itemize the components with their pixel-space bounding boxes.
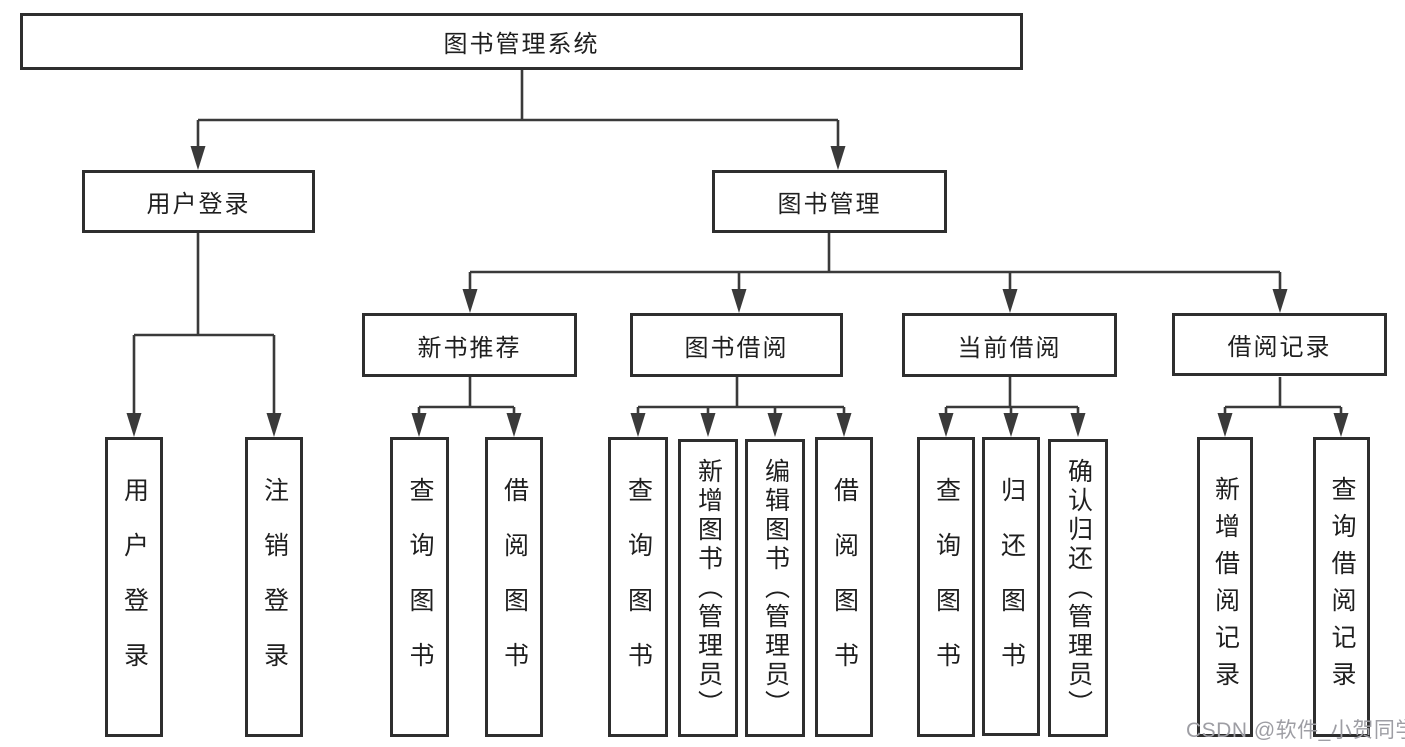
- leaf-query-books-3-label: 查询图书: [932, 477, 961, 697]
- connector-paths: [132, 70, 1343, 417]
- leaf-add-books-admin-label: 新增图书（管理员）: [694, 457, 723, 719]
- node-new-book-recommend-label: 新书推荐: [417, 334, 522, 362]
- leaf-logout: 注销登录: [245, 437, 303, 737]
- leaf-borrow-books-1: 借阅图书: [485, 437, 543, 737]
- leaf-query-borrow-record-label: 查询借阅记录: [1328, 476, 1356, 698]
- leaf-borrow-books-2: 借阅图书: [815, 437, 873, 737]
- node-borrow-records-label: 借阅记录: [1227, 334, 1332, 361]
- leaf-query-books-3: 查询图书: [917, 437, 975, 737]
- leaf-query-books-1: 查询图书: [390, 437, 449, 737]
- node-current-borrow: 当前借阅: [902, 313, 1117, 377]
- node-root-label: 图书管理系统: [443, 31, 600, 58]
- leaf-confirm-return-admin: 确认归还（管理员）: [1048, 439, 1108, 737]
- leaf-add-borrow-record: 新增借阅记录: [1197, 437, 1253, 737]
- leaf-add-borrow-record-label: 新增借阅记录: [1211, 476, 1240, 698]
- leaf-query-borrow-record: 查询借阅记录: [1313, 437, 1370, 737]
- leaf-borrow-books-1-label: 借阅图书: [500, 477, 529, 697]
- leaf-add-books-admin: 新增图书（管理员）: [678, 439, 738, 737]
- leaf-user-login-label: 用户登录: [120, 477, 149, 697]
- leaf-edit-books-admin-label: 编辑图书（管理员）: [761, 457, 790, 719]
- leaf-user-login: 用户登录: [105, 437, 163, 737]
- leaf-return-books-label: 归还图书: [997, 476, 1026, 697]
- node-borrow-records: 借阅记录: [1172, 313, 1387, 376]
- leaf-borrow-books-2-label: 借阅图书: [830, 477, 859, 697]
- node-user-login-label: 用户登录: [146, 191, 251, 218]
- leaf-query-books-1-label: 查询图书: [406, 477, 434, 697]
- node-user-login: 用户登录: [82, 170, 315, 233]
- node-book-borrow-label: 图书借阅: [684, 334, 789, 362]
- node-current-borrow-label: 当前借阅: [957, 334, 1062, 362]
- node-root: 图书管理系统: [20, 13, 1023, 70]
- leaf-query-books-2-label: 查询图书: [624, 477, 653, 697]
- arrowhead-down-icons: [126, 146, 1349, 437]
- node-book-management-label: 图书管理: [777, 191, 882, 218]
- node-new-book-recommend: 新书推荐: [362, 313, 577, 377]
- leaf-query-books-2: 查询图书: [608, 437, 668, 737]
- leaf-confirm-return-admin-label: 确认归还（管理员）: [1064, 457, 1093, 719]
- leaf-edit-books-admin: 编辑图书（管理员）: [745, 439, 805, 737]
- leaf-logout-label: 注销登录: [260, 477, 289, 697]
- watermark: CSDN @软件_小贺同学: [1186, 719, 1405, 742]
- node-book-borrow: 图书借阅: [630, 313, 843, 377]
- node-book-management: 图书管理: [712, 170, 947, 233]
- leaf-return-books: 归还图书: [982, 437, 1040, 736]
